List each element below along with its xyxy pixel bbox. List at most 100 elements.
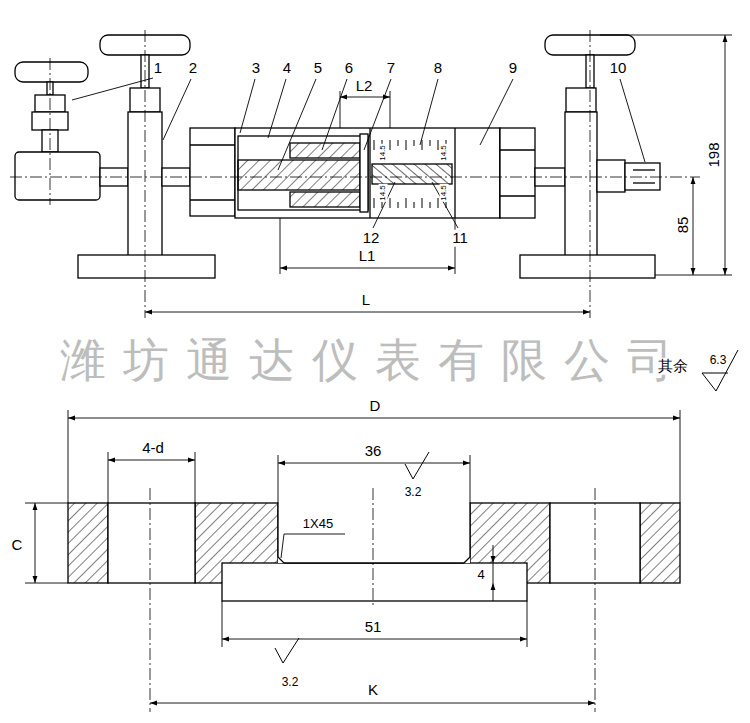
scale-mark: 14.5 <box>440 144 449 162</box>
valve-column <box>566 88 596 112</box>
dimension-line <box>68 418 680 419</box>
flange-section <box>284 562 464 563</box>
gauge-body <box>414 202 415 208</box>
dimension-label: K <box>367 682 379 699</box>
dimension-line <box>145 312 590 313</box>
valve-column <box>633 169 655 170</box>
gauge-body <box>360 134 368 212</box>
leader-line <box>620 79 645 162</box>
center-line <box>10 177 700 178</box>
flange-section <box>469 503 470 557</box>
dimension-line <box>493 563 494 583</box>
gauge-body <box>190 128 235 216</box>
dimension-line <box>68 410 69 503</box>
dimension-line <box>25 410 680 703</box>
gauge-body <box>290 143 360 158</box>
valve-column <box>78 255 215 278</box>
gauge-body <box>430 202 431 208</box>
callout-number: 4 <box>282 60 292 77</box>
callout-number: 8 <box>433 60 443 77</box>
watermark: 潍坊通达仪表有限公司 <box>59 335 691 386</box>
roughness-value: 3.2 <box>404 486 423 499</box>
leader-line <box>163 79 191 140</box>
gauge-body <box>390 140 391 150</box>
dimension-label: 1X45 <box>302 517 334 531</box>
scale-mark: 14.5 <box>379 184 388 202</box>
leader-line <box>322 79 347 150</box>
dimension-label: 198 <box>706 141 723 168</box>
dimension-line <box>340 97 390 98</box>
gauge-body <box>438 198 439 208</box>
gauge-body <box>190 144 235 145</box>
roughness-symbol <box>275 350 738 663</box>
dimension-line <box>725 35 726 275</box>
dimension-line <box>222 639 527 640</box>
gauge-body <box>398 140 399 146</box>
gauge-body <box>500 149 535 150</box>
leader-line <box>72 78 645 228</box>
callout-number: 12 <box>362 230 381 247</box>
dimension-label: 36 <box>364 443 383 460</box>
dimension-line <box>280 218 281 274</box>
flange-section <box>68 503 680 601</box>
callout-number: 9 <box>508 60 518 77</box>
scale-mark: 14.5 <box>379 144 388 162</box>
callout-number: 5 <box>313 60 323 77</box>
dimension-line <box>655 275 732 276</box>
center-line <box>595 488 596 712</box>
roughness-symbol <box>275 638 299 663</box>
dimension-label: L1 <box>358 248 377 265</box>
callout-number: 11 <box>451 230 469 247</box>
flange-section <box>108 503 195 583</box>
callout-number: 2 <box>188 60 198 77</box>
dimension-line <box>284 534 345 535</box>
gauge-body <box>190 199 235 200</box>
dimension-line <box>680 410 681 503</box>
dimension-line <box>470 455 471 503</box>
dimension-line <box>150 703 595 704</box>
dimension-label: L2 <box>355 78 374 95</box>
flange-section <box>640 503 680 583</box>
dimension-label: 85 <box>675 216 692 235</box>
note-text: 其余 <box>657 358 689 375</box>
callout-number: 10 <box>609 60 628 77</box>
dimension-line <box>600 35 732 36</box>
needle-valve <box>15 62 88 82</box>
center-line <box>150 488 151 712</box>
leader-line <box>278 79 316 170</box>
callout-number: 6 <box>344 60 354 77</box>
center-line <box>590 30 591 318</box>
dimension-line <box>493 583 494 601</box>
leader-line <box>420 79 438 145</box>
gauge-body <box>374 140 375 150</box>
gauge-body <box>238 160 360 190</box>
leader-line <box>268 79 286 138</box>
gauge-body <box>372 164 452 184</box>
needle-valve <box>15 152 100 200</box>
roughness-value: 3.2 <box>281 676 300 689</box>
valve-column <box>625 163 660 190</box>
dimension-line <box>693 177 694 275</box>
gauge-body <box>454 128 455 218</box>
dimension-line <box>280 268 455 269</box>
leader-line <box>432 182 458 228</box>
gauge-body <box>438 140 439 150</box>
dimension-label: 4 <box>476 568 485 582</box>
needle-valve <box>15 62 128 200</box>
gauge-body <box>238 136 368 210</box>
gauge-body <box>369 128 370 218</box>
dimension-line <box>493 545 494 563</box>
dimension-label: D <box>369 398 382 415</box>
dimension-line <box>527 601 528 647</box>
dimension-line <box>278 463 470 464</box>
gauge-body <box>374 198 375 208</box>
scale-mark: 14.5 <box>440 184 449 202</box>
center-line <box>50 58 51 205</box>
gauge-body <box>430 140 431 146</box>
dimension-line <box>222 601 223 647</box>
valve-column <box>597 160 625 192</box>
dimension-line <box>281 534 284 558</box>
gauge-body <box>500 195 535 196</box>
leader-line <box>72 78 153 100</box>
dimension-line <box>35 503 36 583</box>
